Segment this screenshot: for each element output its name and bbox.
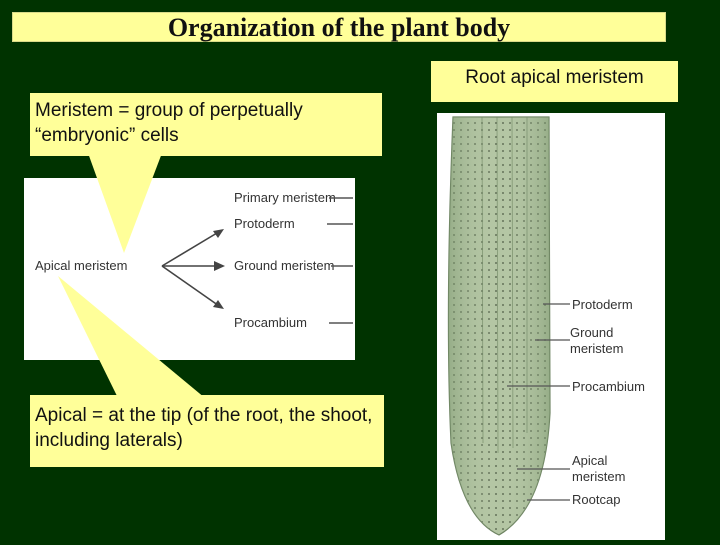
diagram-arrows (161, 229, 223, 309)
arrow-to-protoderm (161, 229, 223, 267)
photo-label-meristem-2: meristem (572, 469, 625, 484)
diagram-target-ground-meristem: Ground meristem (234, 258, 334, 273)
arrowhead-procambium (213, 300, 224, 309)
photo-leader-lines (507, 303, 570, 501)
title-banner (12, 12, 666, 42)
arrowhead-protoderm (213, 229, 224, 238)
diagram-target-procambium: Procambium (234, 315, 307, 330)
meristem-callout-pointer (88, 153, 162, 253)
diagram-header-label: Primary meristem (234, 190, 336, 205)
root-tip-illustration: Protoderm Ground meristem Procambium Api… (447, 116, 645, 536)
arrow-to-procambium (161, 265, 223, 309)
photo-label-apical: Apical (572, 453, 608, 468)
meristem-diagram-svg: Primary meristem Protoderm Ground merist… (35, 190, 353, 330)
vascular-strands (481, 116, 528, 454)
diagram-target-protoderm: Protoderm (234, 216, 295, 231)
photo-label-ground: Ground (570, 325, 613, 340)
meristem-definition-callout: Meristem = group of perpetually “embryon… (30, 93, 382, 156)
arrowhead-ground-meristem (214, 261, 225, 271)
meristem-diagram: Primary meristem Protoderm Ground merist… (24, 178, 355, 360)
photo-label-protoderm: Protoderm (572, 297, 633, 312)
root-tissue-shading (448, 117, 550, 535)
apical-callout-pointer (58, 276, 205, 398)
root-apical-meristem-label: Root apical meristem (431, 61, 678, 102)
photo-label-rootcap: Rootcap (572, 492, 620, 507)
photo-label-meristem-1: meristem (570, 341, 623, 356)
root-tip-photo-panel: Protoderm Ground meristem Procambium Api… (437, 113, 665, 540)
diagram-source-label: Apical meristem (35, 258, 127, 273)
apical-definition-callout: Apical = at the tip (of the root, the sh… (30, 395, 384, 467)
photo-label-procambium: Procambium (572, 379, 645, 394)
slide-title: Organization of the plant body (167, 13, 511, 42)
